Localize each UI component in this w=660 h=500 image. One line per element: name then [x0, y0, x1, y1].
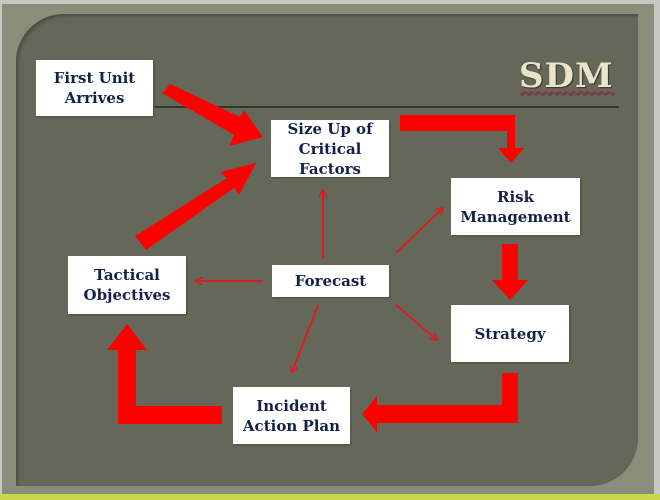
arrow-strategy-to-iap	[362, 373, 518, 432]
arrow-size-up-to-risk	[400, 115, 524, 163]
arrow-tactical-to-size-up	[135, 163, 256, 250]
title-rule	[155, 106, 619, 108]
node-tactical-objectives: Tactical Objectives	[68, 256, 186, 314]
arrow-risk-to-strategy	[492, 244, 528, 300]
node-forecast: Forecast	[272, 265, 389, 297]
thin-arrow-forecast-to-strategy	[395, 304, 437, 340]
node-strategy: Strategy	[451, 305, 569, 362]
node-risk-management: Risk Management	[451, 178, 580, 235]
arrow-iap-to-tactical	[107, 324, 222, 424]
slide-title: SDM	[519, 56, 614, 96]
thin-arrow-forecast-to-risk	[395, 208, 443, 254]
node-first-unit-arrives: First Unit Arrives	[36, 60, 153, 116]
node-size-up: Size Up of Critical Factors	[271, 120, 389, 178]
thin-arrow-forecast-to-iap	[292, 304, 319, 372]
node-incident-action-plan: Incident Action Plan	[233, 387, 350, 444]
bottom-strip	[0, 494, 660, 500]
arrow-first-unit-to-size-up	[162, 84, 263, 146]
